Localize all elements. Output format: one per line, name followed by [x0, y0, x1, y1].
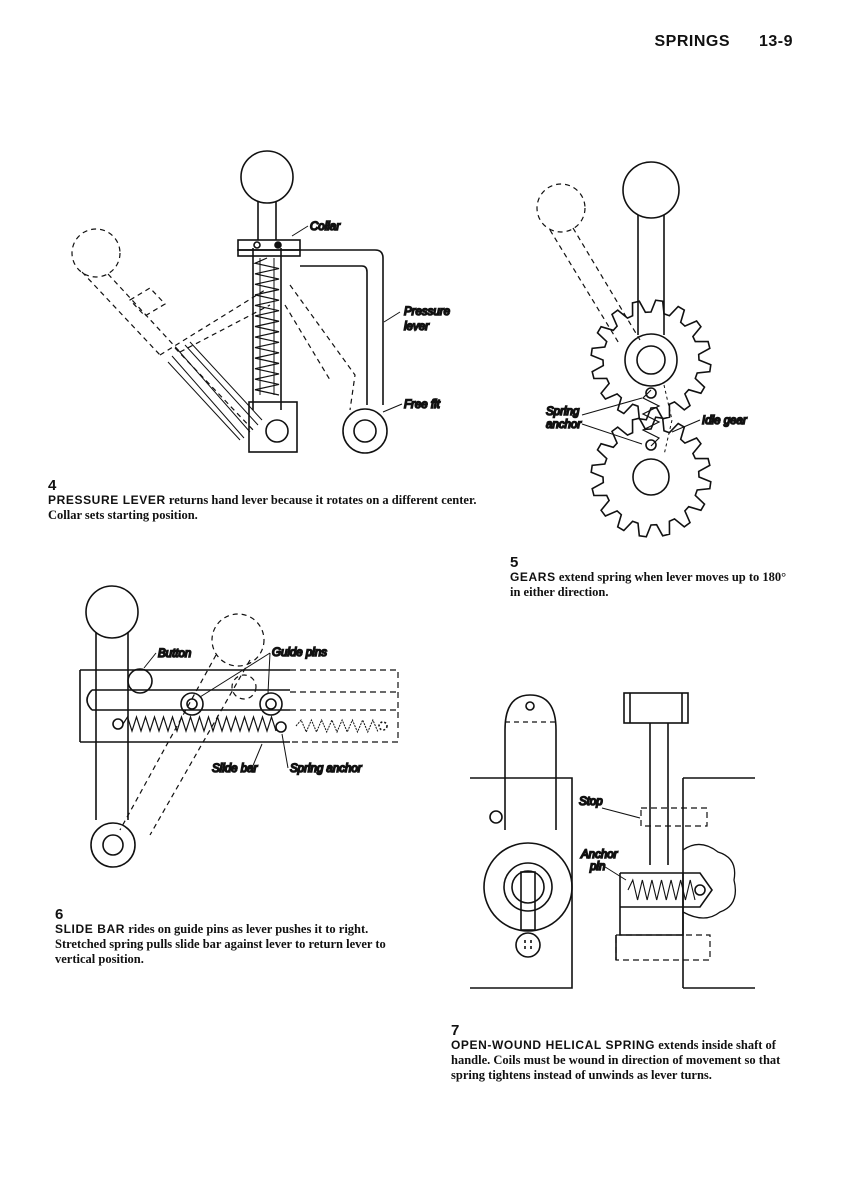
fig6-label-slide-bar: Slide bar — [212, 763, 259, 775]
fig7-text: extends inside shaft of handle. Coils mu… — [451, 1038, 781, 1082]
fig7-keyword: OPEN-WOUND HELICAL SPRING — [451, 1038, 656, 1052]
fig7-label-anchor-2: pin — [589, 861, 605, 873]
fig5-text: extend spring when lever moves up to 180… — [510, 570, 787, 599]
fig5-label-spring-2: anchor — [546, 419, 582, 431]
fig4-text: returns hand lever because it rotates on… — [48, 493, 477, 522]
page-number: 13-9 — [758, 33, 793, 50]
fig4-keyword: PRESSURE LEVER — [48, 493, 166, 507]
fig7-label-stop: Stop — [579, 796, 603, 808]
fig7-number: 7 — [451, 1022, 460, 1039]
fig7-diagram — [470, 692, 755, 989]
fig6-number: 6 — [55, 906, 64, 923]
fig5-label-spring-1: Spring — [546, 406, 580, 418]
fig7-caption: 7 OPEN-WOUND HELICAL SPRING extends insi… — [451, 1023, 801, 1083]
fig5-keyword: GEARS — [510, 570, 556, 584]
fig7-label-anchor-1: Anchor — [580, 849, 619, 861]
fig6-label-button: Button — [158, 648, 191, 660]
fig6-text: rides on guide pins as lever pushes it t… — [55, 922, 386, 966]
fig4-diagram — [71, 150, 388, 454]
fig6-label-spring-anchor: Spring anchor — [290, 763, 363, 775]
fig6-diagram — [79, 585, 399, 868]
fig4-number: 4 — [48, 477, 57, 494]
fig5-caption: 5 GEARS extend spring when lever moves u… — [510, 555, 795, 600]
fig4-label-free-fit: Free fit — [404, 399, 441, 411]
fig4-caption: 4 PRESSURE LEVER returns hand lever beca… — [48, 478, 488, 523]
fig5-diagram — [536, 161, 712, 538]
section-title: SPRINGS — [654, 33, 731, 50]
fig4-label-pressure-2: lever — [404, 321, 430, 333]
fig5-number: 5 — [510, 554, 519, 571]
page-header: SPRINGS 13-9 — [631, 33, 794, 51]
fig4-label-pressure-1: Pressure — [404, 306, 450, 318]
fig5-label-idle-gear: Idle gear — [702, 415, 748, 427]
fig6-keyword: SLIDE BAR — [55, 922, 126, 936]
fig6-caption: 6 SLIDE BAR rides on guide pins as lever… — [55, 907, 405, 967]
fig6-label-guide-pins: Guide pins — [272, 647, 327, 659]
fig4-label-collar: Collar — [310, 221, 341, 233]
